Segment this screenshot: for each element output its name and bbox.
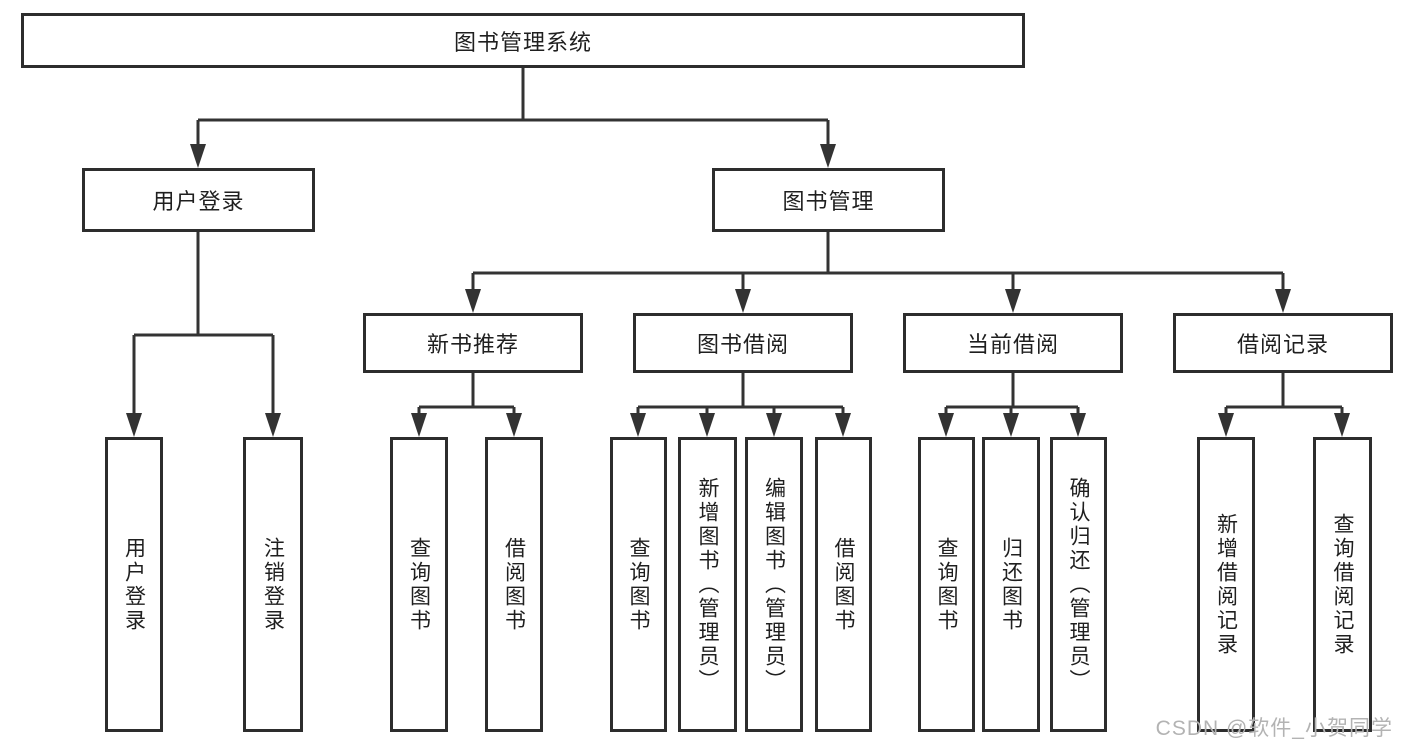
leaf-return-book: 归还图书 (982, 437, 1040, 732)
leaf-query-books-recommend-label: 查询图书 (407, 536, 431, 633)
leaf-user-login-label: 用户登录 (122, 536, 146, 633)
leaf-add-borrow-record-label: 新增借阅记录 (1214, 512, 1238, 657)
node-new-book-recommend-label: 新书推荐 (426, 332, 519, 357)
leaf-query-books-recommend: 查询图书 (390, 437, 448, 732)
node-root-label: 图书管理系统 (453, 29, 592, 55)
node-user-login: 用户登录 (82, 168, 315, 232)
leaf-confirm-return-admin-label: 确认归还（管理员） (1067, 476, 1090, 693)
leaf-add-book-admin-label: 新增图书（管理员） (696, 476, 719, 693)
leaf-logout-label: 注销登录 (261, 536, 285, 633)
leaf-query-books-borrow-label: 查询图书 (627, 536, 650, 633)
connector-root-to-level2 (190, 68, 836, 168)
leaf-borrow-books: 借阅图书 (815, 437, 872, 732)
leaf-borrow-books-label: 借阅图书 (832, 536, 855, 633)
leaf-edit-book-admin-label: 编辑图书（管理员） (762, 476, 786, 693)
node-borrow-records-label: 借阅记录 (1236, 332, 1329, 357)
connector-newrec-to-leaves (411, 373, 522, 437)
leaf-query-books-current-label: 查询图书 (935, 536, 958, 633)
node-new-book-recommend: 新书推荐 (363, 313, 583, 373)
leaf-user-login: 用户登录 (105, 437, 163, 732)
leaf-query-borrow-record-label: 查询借阅记录 (1331, 512, 1354, 657)
node-book-borrow-label: 图书借阅 (696, 332, 789, 357)
connector-curborrow-to-leaves (938, 373, 1086, 437)
leaf-add-borrow-record: 新增借阅记录 (1197, 437, 1255, 732)
node-book-management-label: 图书管理 (782, 189, 875, 214)
node-book-management: 图书管理 (712, 168, 945, 232)
leaf-edit-book-admin: 编辑图书（管理员） (745, 437, 803, 732)
csdn-watermark: CSDN @软件_小贺同学 (1155, 717, 1393, 740)
node-current-borrow-label: 当前借阅 (966, 332, 1059, 357)
connector-borrowrec-to-leaves (1218, 373, 1350, 437)
leaf-confirm-return-admin: 确认归还（管理员） (1050, 437, 1107, 732)
node-borrow-records: 借阅记录 (1173, 313, 1393, 373)
leaf-query-books-borrow: 查询图书 (610, 437, 667, 732)
node-root: 图书管理系统 (21, 13, 1025, 68)
leaf-query-books-current: 查询图书 (918, 437, 975, 732)
leaf-borrow-books-recommend: 借阅图书 (485, 437, 543, 732)
connector-bookborrow-to-leaves (630, 373, 851, 437)
node-current-borrow: 当前借阅 (903, 313, 1123, 373)
connector-userlogin-to-leaves (126, 232, 281, 437)
leaf-return-book-label: 归还图书 (999, 536, 1023, 633)
leaf-query-borrow-record: 查询借阅记录 (1313, 437, 1372, 732)
node-book-borrow: 图书借阅 (633, 313, 853, 373)
connector-bookmgmt-to-level3 (465, 232, 1291, 313)
leaf-borrow-books-recommend-label: 借阅图书 (502, 536, 526, 633)
node-user-login-label: 用户登录 (152, 189, 245, 214)
leaf-add-book-admin: 新增图书（管理员） (678, 437, 737, 732)
leaf-logout: 注销登录 (243, 437, 303, 732)
